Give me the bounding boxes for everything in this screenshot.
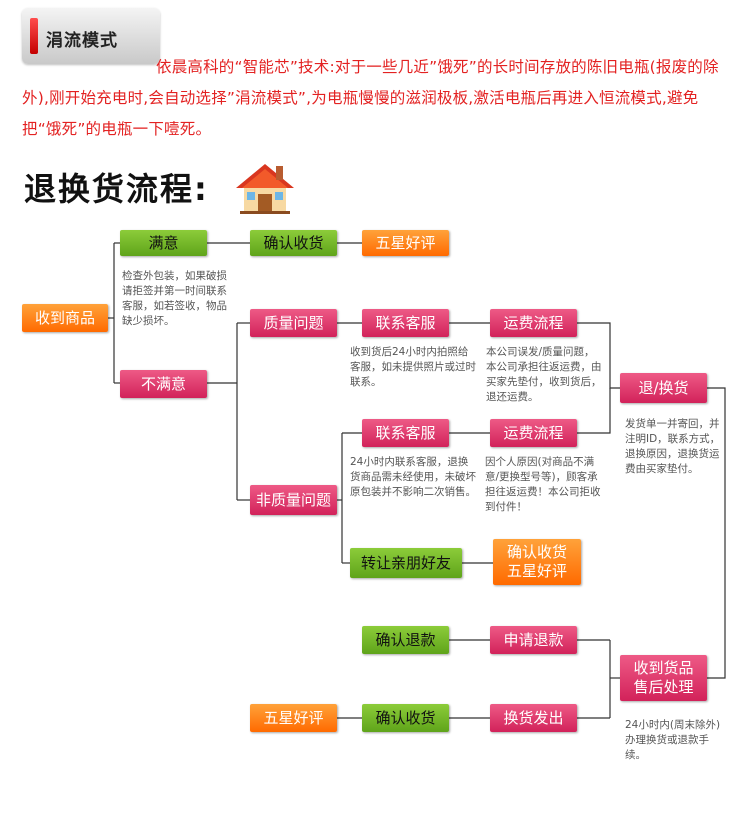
box-confirm-receipt-1: 确认收货 xyxy=(250,230,337,256)
box-received: 收到商品 xyxy=(22,304,108,332)
box-confirm-five-star: 确认收货 五星好评 xyxy=(493,539,581,585)
box-after-sales: 收到货品 售后处理 xyxy=(620,655,707,701)
box-contact-cs-1: 联系客服 xyxy=(362,309,449,337)
note-return-exchange: 发货单一并寄回，并注明ID，联系方式，退换原因，退换货运费由买家垫付。 xyxy=(625,417,725,477)
box-satisfied: 满意 xyxy=(120,230,207,256)
box-shipping-flow-2: 运费流程 xyxy=(490,419,577,447)
note-satisfied: 检查外包装，如果破损请拒签并第一时间联系客服，如若签收，物品缺少损坏。 xyxy=(122,269,237,329)
box-non-quality-issue: 非质量问题 xyxy=(250,485,337,515)
box-transfer-friends: 转让亲朋好友 xyxy=(350,548,462,578)
box-confirm-receipt-2: 确认收货 xyxy=(362,704,449,732)
box-apply-refund: 申请退款 xyxy=(490,626,577,654)
box-five-star-1: 五星好评 xyxy=(362,230,449,256)
box-confirm-refund: 确认退款 xyxy=(362,626,449,654)
box-unsatisfied: 不满意 xyxy=(120,370,207,398)
box-five-star-2: 五星好评 xyxy=(250,704,337,732)
note-after-sales: 24小时内(周末除外)办理换货或退款手续。 xyxy=(625,718,725,763)
box-contact-cs-2: 联系客服 xyxy=(362,419,449,447)
box-exchange-shipped: 换货发出 xyxy=(490,704,577,732)
box-quality-issue: 质量问题 xyxy=(250,309,337,337)
note-contact-cs-1: 收到货后24小时内拍照给客服，如未提供照片或过时联系。 xyxy=(350,345,478,390)
note-shipping-flow-2: 因个人原因(对商品不满意/更换型号等)，顾客承担往返运费！本公司拒收到付件！ xyxy=(485,455,605,515)
box-shipping-flow-1: 运费流程 xyxy=(490,309,577,337)
note-shipping-flow-1: 本公司误发/质量问题，本公司承担往返运费，由买家先垫付，收到货后，退还运费。 xyxy=(486,345,604,405)
note-contact-cs-2: 24小时内联系客服，退换货商品需未经使用，未破坏原包装并不影响二次销售。 xyxy=(350,455,478,500)
box-return-exchange: 退/换货 xyxy=(620,373,707,403)
